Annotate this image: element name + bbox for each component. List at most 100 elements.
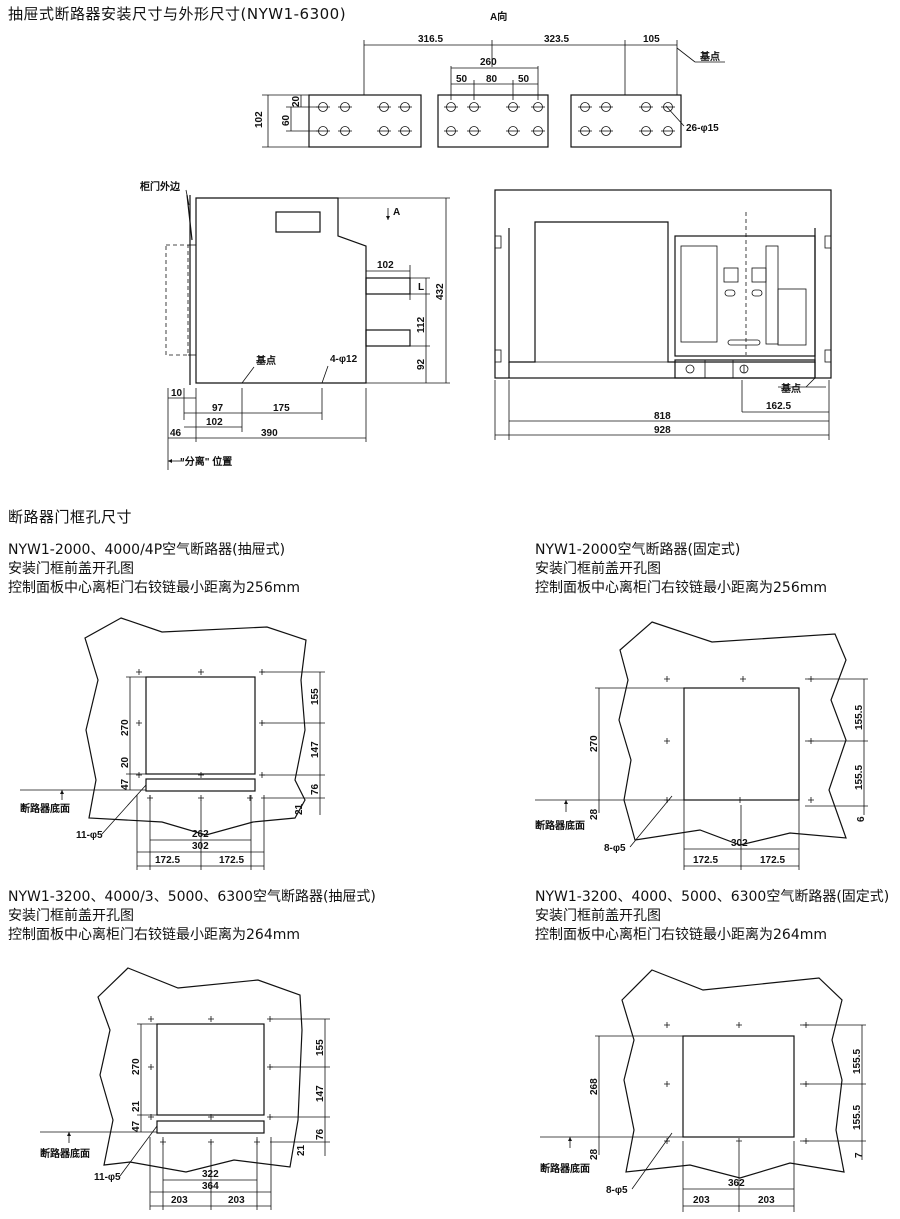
datum-label-top: 基点 [699,50,720,63]
hole-mark [803,1022,809,1028]
hole-mark [736,1138,742,1144]
panel3-line2: 安装门框前盖开孔图 [8,908,134,924]
panel2-line1: NYW1-2000空气断路器(固定式) [535,542,741,558]
p1-dim-76: 76 [310,783,321,795]
dim-390: 390 [261,428,278,439]
p1-dim-155: 155 [310,688,321,705]
dim-105: 105 [643,34,660,45]
hole-mark [148,1016,154,1022]
panel3-line1: NYW1-3200、4000/3、5000、6300空气断路器(抽屉式) [8,889,376,905]
p2-dim-270: 270 [589,735,600,752]
hole-mark [664,676,670,682]
holes-label-side: 4-φ12 [330,354,358,365]
dim-80: 80 [486,74,498,85]
p2-dim-6: 6 [856,816,867,822]
dim-97: 97 [212,403,224,414]
p4-holes: 8-φ5 [606,1185,628,1196]
dim-102-busbar: 102 [377,260,394,271]
p4-dim-7: 7 [854,1152,865,1158]
dim-162-5: 162.5 [766,401,791,412]
hole-mark [737,797,743,803]
p3-w-364: 364 [202,1181,219,1192]
dim-20-top: 20 [291,95,302,107]
p1-dim-47: 47 [120,778,131,790]
body-window [275,211,321,233]
hole-mark [136,669,142,675]
hole-mark [267,1016,273,1022]
hole-mark [147,795,153,801]
p1-holes: 11-φ5 [76,830,103,841]
section-title: 断路器门框孔尺寸 [8,508,133,526]
holes-label-top: 26-φ15 [686,123,719,134]
p3-h2: 203 [228,1195,245,1206]
dim-92: 92 [416,358,427,370]
p2-dim-155-a: 155.5 [854,705,865,730]
hole-mark [803,1138,809,1144]
hole-mark [259,720,265,726]
panel1-line2: 安装门框前盖开孔图 [8,561,134,577]
hole-mark [254,1139,260,1145]
hole-mark [808,738,814,744]
p1-w-302: 302 [192,841,209,852]
mounting-hole-marks [136,669,814,1145]
p3-dim-155: 155 [315,1039,326,1056]
hole-mark [808,676,814,682]
p4-dim-155-b: 155.5 [852,1105,863,1130]
p4-dim-268: 268 [589,1078,600,1095]
hole-mark [808,797,814,803]
page-title: 抽屉式断路器安装尺寸与外形尺寸(NYW1-6300) [8,5,347,23]
hole-mark [208,1114,214,1120]
hole-mark [664,797,670,803]
door-edge-label: 柜门外边 [139,180,181,193]
p3-holes: 11-φ5 [94,1172,121,1183]
p4-w-362: 362 [728,1178,745,1189]
dim-46: 46 [170,428,182,439]
terminal-block-right [570,94,682,148]
p1-dim-21: 21 [294,803,305,815]
p2-h1: 172.5 [693,855,718,866]
hole-mark [160,1139,166,1145]
p3-dim-76: 76 [315,1128,326,1140]
p3-dim-47: 47 [131,1120,142,1132]
p3-dim-21: 21 [131,1100,142,1112]
hole-mark [198,772,204,778]
dim-928: 928 [654,425,671,436]
hole-mark [247,795,253,801]
hole-mark [198,669,204,675]
side-view: 柜门外边 432 A 102 L 112 92 基点 4-φ12 [139,180,450,470]
p1-dim-270: 270 [120,719,131,736]
panel4-line2: 安装门框前盖开孔图 [535,908,661,924]
arrow-a: A [393,207,400,218]
dim-50-a: 50 [456,74,468,85]
p1-bottom: 断路器底面 [20,802,70,815]
p1-dim-20: 20 [120,756,131,768]
top-view: A向 316.5 323.5 105 基点 260 50 80 50 102 [254,10,725,148]
p2-dim-28: 28 [589,808,600,820]
dim-102-top: 102 [254,111,265,128]
hole-mark [267,1064,273,1070]
p4-h1: 203 [693,1195,710,1206]
separated-outline [165,244,189,356]
panel4-line1: NYW1-3200、4000、5000、6300空气断路器(固定式) [535,889,890,905]
dim-50-b: 50 [518,74,530,85]
datum-label-front: 基点 [780,382,801,395]
terminal-block-center [437,94,549,148]
dim-432: 432 [435,283,446,300]
p4-dim-155-a: 155.5 [852,1049,863,1074]
hole-mark [664,1022,670,1028]
datum-label-side: 基点 [255,354,276,367]
p1-h1: 172.5 [155,855,180,866]
panel2-line2: 安装门框前盖开孔图 [535,561,661,577]
view-a-label: A向 [490,10,507,23]
dim-323-5: 323.5 [544,34,569,45]
hole-mark [664,1138,670,1144]
dim-L: L [418,282,424,293]
dim-175: 175 [273,403,290,414]
front-view: 基点 162.5 818 928 [494,189,832,440]
panel3-drawing: 270 21 47 断路器底面 155 147 76 21 11-φ5 322 … [40,967,330,1210]
control-panel [674,235,816,357]
dim-102-side: 102 [206,417,223,428]
hole-mark [664,738,670,744]
panel1-line3: 控制面板中心离柜门右铰链最小距离为256mm [8,580,300,596]
